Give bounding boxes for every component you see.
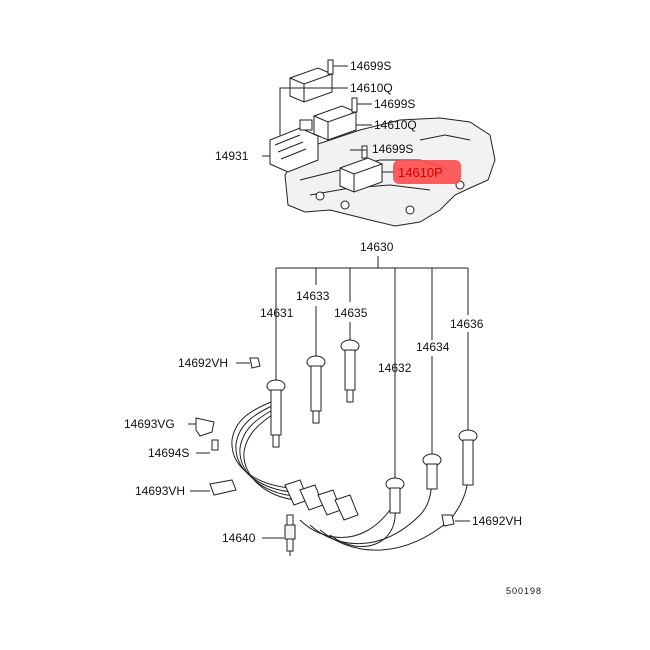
label-14634: 14634 (416, 340, 450, 354)
label-14610Q-a: 14610Q (350, 81, 393, 95)
label-14635: 14635 (334, 306, 368, 320)
clip-14693VH (190, 479, 237, 496)
label-14692VH-a: 14692VH (178, 356, 228, 370)
plug-boot-14631 (266, 379, 286, 448)
label-14640: 14640 (222, 531, 256, 545)
ignition-coil-lower (339, 145, 383, 193)
spark-plug-14640 (262, 514, 296, 556)
label-14931: 14931 (215, 149, 249, 163)
label-14692VH-b: 14692VH (472, 514, 522, 528)
label-14610Q-b: 14610Q (374, 118, 417, 132)
plug-boot-14636 (458, 429, 478, 486)
label-14694S: 14694S (148, 446, 189, 460)
clip-14693VG (188, 417, 215, 437)
label-14631: 14631 (260, 306, 294, 320)
diagram-number: 500198 (506, 586, 542, 596)
label-14693VH: 14693VH (135, 484, 185, 498)
highlight-14610P (393, 160, 461, 184)
plug-boot-14634 (422, 453, 442, 490)
ignition-coil-top (289, 59, 334, 103)
label-14632: 14632 (378, 361, 412, 375)
igniter-module (269, 119, 319, 173)
coil-side-boots (284, 479, 359, 521)
bolt-14694S (196, 439, 219, 454)
harness-bracket-lines (275, 256, 469, 480)
label-14693VG: 14693VG (124, 417, 175, 431)
clip-14692VH-b (441, 514, 470, 527)
plug-boot-14633 (306, 355, 326, 424)
label-14699S-c: 14699S (372, 142, 413, 156)
plug-boot-14635 (340, 339, 360, 403)
label-14630: 14630 (360, 240, 394, 254)
label-14633: 14633 (296, 289, 330, 303)
label-14699S-a: 14699S (350, 59, 391, 73)
label-14699S-b: 14699S (374, 97, 415, 111)
ignition-wires (231, 399, 469, 551)
plug-boot-14632 (385, 477, 405, 514)
clip-14692VH-a (236, 357, 261, 369)
label-14610P: 14610P (398, 165, 443, 180)
label-14636: 14636 (450, 317, 484, 331)
